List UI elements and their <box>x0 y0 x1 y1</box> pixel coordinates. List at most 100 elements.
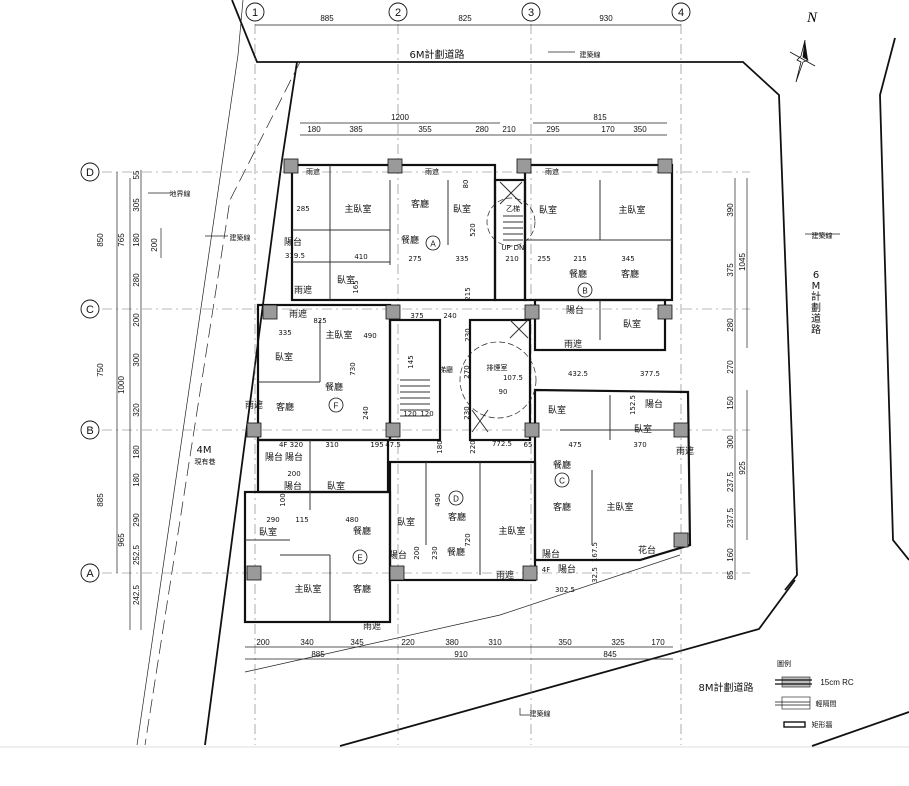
interior-dimension: 319.5 <box>285 252 305 260</box>
interior-dimension: 167.5 <box>591 542 599 562</box>
dimension-label: 290 <box>132 513 141 527</box>
dimension-label: 310 <box>488 638 502 647</box>
room-label: 雨遮 <box>676 445 694 457</box>
grid-label: B <box>86 425 93 437</box>
room-label: 臥室 <box>327 480 345 492</box>
room-label: 雨遮 <box>496 569 514 581</box>
interior-dimension: 32.5 <box>591 567 599 583</box>
dimension-label: 885 <box>320 14 334 23</box>
unit-markers <box>328 235 593 565</box>
room-label: 雨遮 <box>564 338 582 350</box>
dn-label: DN <box>514 244 525 252</box>
dimension-label: 200 <box>132 313 141 327</box>
interior-dimension: 520 <box>469 223 477 236</box>
unit-marker-label: A <box>430 240 436 249</box>
interior-dimension: 270 <box>463 365 471 378</box>
grid-label: A <box>86 568 94 580</box>
building-line-label: 建築線 <box>580 50 601 59</box>
dimension-label: 845 <box>603 650 617 659</box>
interior-dimension: 230 <box>464 328 472 341</box>
dimension-label: 270 <box>726 360 735 374</box>
interior-dimension: 370 <box>633 441 646 449</box>
interior-dimension: 255 <box>537 255 550 263</box>
canopy-label: 雨遮 <box>306 167 320 176</box>
dimension-label: 300 <box>132 353 141 367</box>
room-label: 餐廳 <box>401 234 419 246</box>
leader-line <box>519 708 530 716</box>
grid-bubble: A <box>80 563 100 583</box>
interior-dimension: 310 <box>325 441 338 449</box>
grid-bubble-circle <box>388 2 408 22</box>
interior-dimension: 490 <box>363 332 376 340</box>
building-walls <box>243 163 692 624</box>
road-label-right-char: 6 <box>813 270 819 281</box>
unit-marker-circle <box>328 397 344 413</box>
grid-label: D <box>86 167 94 179</box>
grid-bubble: C <box>80 299 100 319</box>
dimension-label: 180 <box>132 473 141 487</box>
interior-dimension: 432.5 <box>568 370 588 378</box>
road-label-top: 6M計劃道路 <box>410 48 465 61</box>
dimension-label: 280 <box>726 318 735 332</box>
dimension-label: 300 <box>726 435 735 449</box>
building-line-label: 建築線 <box>812 231 833 240</box>
room-label: 主臥室 <box>606 501 633 513</box>
canopy-label: 雨遮 <box>425 167 439 176</box>
room-label: 客廳 <box>448 511 466 523</box>
room-label: 陽台 <box>645 398 663 410</box>
leader-lines <box>148 51 840 716</box>
room-label: 臥室 <box>397 516 415 528</box>
interior-dimension: 80 <box>462 180 470 189</box>
dimension-label: 1200 <box>391 113 409 122</box>
up-label: UP <box>501 244 510 252</box>
interior-dimension: 200 <box>287 470 300 478</box>
lobby-label: 梯廳 <box>439 365 453 374</box>
legend-partition-label: 輕隔間 <box>816 699 837 708</box>
interior-dimension: 152.5 <box>629 395 637 415</box>
interior-dimension: 195 <box>370 441 383 449</box>
dimension-label: 242.5 <box>132 584 141 605</box>
legend-rc-label: 15cm RC <box>820 678 854 687</box>
room-label: 餐廳 <box>353 525 371 537</box>
road-label-right-char: 計 <box>811 290 821 303</box>
grid-bubble-circle <box>80 299 100 319</box>
road-label-right-char: 路 <box>811 323 821 336</box>
north-label: N <box>806 10 818 26</box>
dimension-label: 237.5 <box>726 471 735 492</box>
building-line-label: 建築線 <box>230 233 251 242</box>
dimension-label: 825 <box>458 14 472 23</box>
room-label: 陽台 <box>265 451 283 463</box>
road-label-left: 4M <box>197 445 212 456</box>
interior-dimension: 4F <box>542 566 550 574</box>
dimension-label: 355 <box>418 125 432 134</box>
interior-dimension: 290 <box>266 516 279 524</box>
legend-title: 圖例 <box>777 659 791 668</box>
interior-dimension: 115 <box>295 516 308 524</box>
unit-marker-label: C <box>559 477 565 486</box>
unit-marker-circle <box>448 490 464 506</box>
grid-bubble-circle <box>671 2 691 22</box>
interior-dimension: 302.5 <box>555 586 575 594</box>
interior-dimension: 215 <box>573 255 586 263</box>
dimension-label: 885 <box>96 493 105 507</box>
room-label: 臥室 <box>623 318 641 330</box>
dimension-label: 180 <box>132 445 141 459</box>
interior-dimension: 377.5 <box>640 370 660 378</box>
room-label: 花台 <box>638 544 656 556</box>
smoke-room-label: 排煙室 <box>487 363 508 372</box>
room-label: 主臥室 <box>618 204 645 216</box>
interior-dimension: 285 <box>296 205 309 213</box>
interior-dimension: 730 <box>349 362 357 375</box>
room-label: 客廳 <box>276 401 294 413</box>
interior-dimension: 275 <box>408 255 421 263</box>
room-label: 陽台 <box>389 549 407 561</box>
grid-label: 3 <box>528 7 534 19</box>
interior-dimension: 375 <box>410 312 423 320</box>
structural-columns <box>246 158 689 581</box>
grid-bubble-circle <box>80 162 100 182</box>
dimension-label: 280 <box>475 125 489 134</box>
dimension-label: 160 <box>726 548 735 562</box>
room-label: 臥室 <box>337 274 355 286</box>
interior-dimension: 4F 320 <box>279 441 303 449</box>
